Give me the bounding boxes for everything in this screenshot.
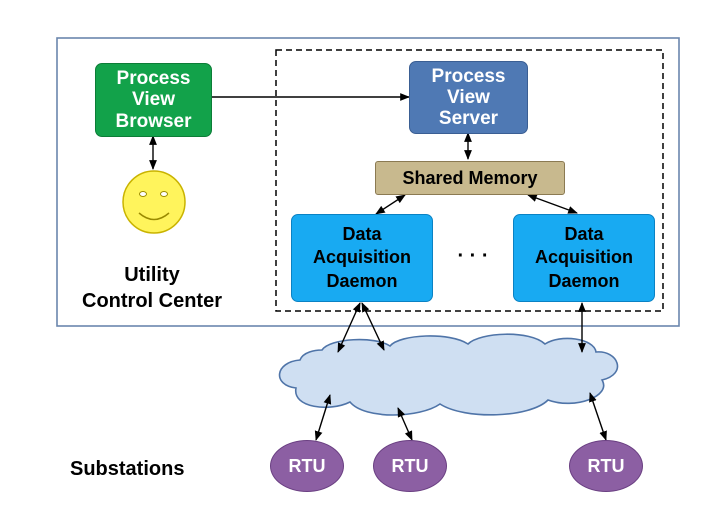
daemon2-label-line-1: Data xyxy=(564,223,604,244)
server-label-line-2: View xyxy=(447,86,490,108)
control-center-label-line-2: Control Center xyxy=(82,290,222,312)
rtu-1-label: RTU xyxy=(288,455,326,476)
substations-label: Substations xyxy=(70,458,185,480)
browser-label-line-2: View xyxy=(132,89,175,111)
control-center-label: Utility Control Center xyxy=(62,262,242,314)
browser-label-line-1: Process xyxy=(116,68,191,90)
daemon-ellipsis: · · · xyxy=(457,245,489,267)
daemon1-label-line-1: Data xyxy=(342,223,382,244)
rtu-2-label: RTU xyxy=(391,455,429,476)
shared-memory-label: Shared Memory xyxy=(402,167,538,188)
arrow-cloud-rtu2 xyxy=(397,407,413,441)
data-acquisition-daemon-1: Data Acquisition Daemon xyxy=(291,214,433,302)
daemon1-label-line-2: Acquisition xyxy=(313,247,411,268)
smiley-face-icon xyxy=(122,170,186,234)
daemon1-label-line-3: Daemon xyxy=(326,270,398,291)
daemon2-label-line-2: Acquisition xyxy=(535,247,633,268)
arrow-memory-daemon2 xyxy=(527,194,578,214)
arrow-daemon1-cloud-b xyxy=(361,302,385,351)
rtu-node-2: RTU xyxy=(373,440,447,492)
rtu-3-label: RTU xyxy=(587,455,625,476)
rtu-node-3: RTU xyxy=(569,440,643,492)
shared-memory-node: Shared Memory xyxy=(375,161,565,195)
process-view-server-node: Process View Server xyxy=(409,61,528,134)
process-view-browser-node: Process View Browser xyxy=(95,63,212,137)
network-cloud-icon xyxy=(278,333,619,416)
data-acquisition-daemon-2: Data Acquisition Daemon xyxy=(513,214,655,302)
arrow-cloud-rtu3 xyxy=(589,392,607,441)
arrow-cloud-rtu1 xyxy=(314,394,332,441)
daemon2-label-line-3: Daemon xyxy=(548,270,620,291)
arrow-daemon1-cloud-a xyxy=(337,302,361,353)
server-label-line-1: Process xyxy=(431,65,506,87)
server-label-line-3: Server xyxy=(438,108,499,130)
control-center-label-line-1: Utility xyxy=(124,264,180,286)
browser-label-line-3: Browser xyxy=(115,110,192,132)
server-group-dashed-frame xyxy=(275,49,664,312)
arrow-memory-daemon1 xyxy=(375,194,406,215)
rtu-node-1: RTU xyxy=(270,440,344,492)
